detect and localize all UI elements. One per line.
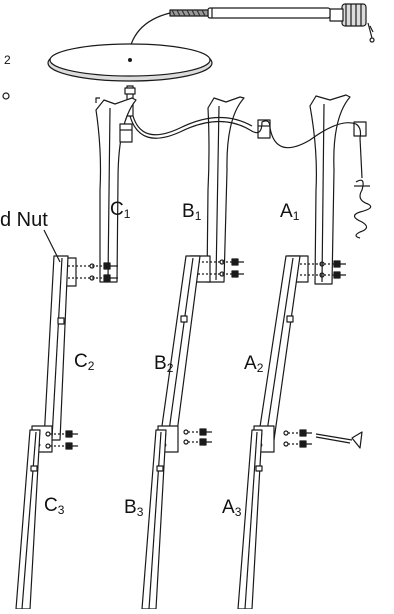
- label-c1: C1: [110, 199, 131, 221]
- allen-key-icon: [315, 431, 363, 449]
- nut-leader: [43, 229, 61, 263]
- label-b2: B2: [154, 353, 174, 375]
- label-a3: A3: [222, 497, 242, 519]
- leg-b2: [159, 255, 201, 441]
- joint-a23: [253, 425, 312, 453]
- leg-c1: [95, 97, 137, 283]
- screws-c12: [103, 262, 118, 282]
- label-c2: C2: [74, 351, 95, 373]
- nut-callout-label: d Nut: [0, 209, 48, 231]
- switch-housing: [207, 7, 331, 19]
- label-b1: B1: [182, 201, 202, 223]
- leg-c2: [43, 255, 69, 441]
- label-a1: A1: [280, 201, 300, 223]
- edge-fragment-label: 2: [4, 53, 11, 67]
- leg-b1: [206, 96, 271, 283]
- label-b3: B3: [124, 497, 144, 519]
- lamp-socket-icon: [329, 3, 375, 43]
- leg-a2: [257, 255, 301, 441]
- label-c3: C3: [44, 495, 65, 517]
- leg-b3: [141, 429, 167, 610]
- leg-c3: [15, 429, 41, 610]
- spring-guard: [169, 9, 209, 17]
- cord-knot: [353, 137, 372, 239]
- label-a2: A2: [244, 353, 264, 375]
- cord-path: [129, 115, 362, 149]
- edge-mark: [2, 92, 10, 100]
- leg-a3: [237, 429, 263, 610]
- leg-a1: [309, 94, 367, 285]
- shade-disk: [47, 43, 213, 82]
